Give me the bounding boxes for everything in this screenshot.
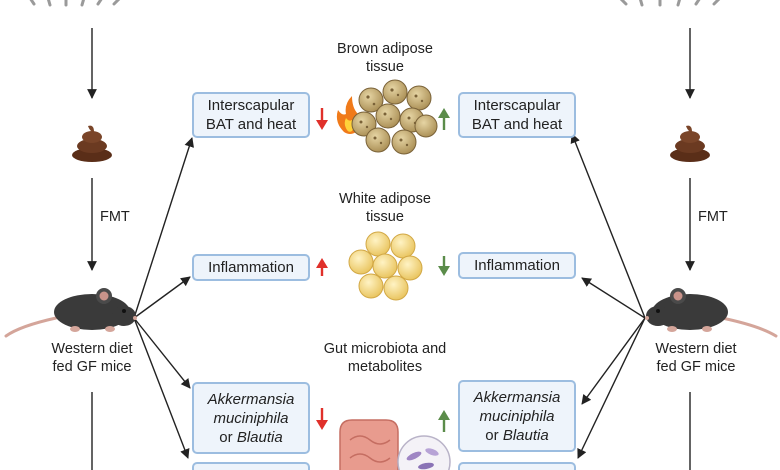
left-akk-box: Akkermansia muciniphila or Blautia bbox=[192, 382, 310, 454]
left-akk-box-or: or bbox=[219, 428, 233, 446]
right-fmt-label: FMT bbox=[698, 209, 728, 225]
right-inflammation-box: Inflammation bbox=[458, 252, 576, 279]
left-akk-box-line1: Akkermansia bbox=[207, 390, 295, 408]
left-akk-box-line2: muciniphila bbox=[213, 409, 289, 427]
brown-fat-icon bbox=[351, 79, 438, 155]
left-partial-box bbox=[192, 462, 310, 470]
white-adipose-label-line2: tissue bbox=[366, 209, 404, 225]
left-akk-box-blautia: Blautia bbox=[236, 428, 283, 446]
right-akk-box-line3: or Blautia bbox=[485, 426, 548, 445]
gut-microbiota-label-line1: Gut microbiota and bbox=[323, 341, 447, 357]
left-inflammation-box: Inflammation bbox=[192, 254, 310, 281]
mouse-icon-right bbox=[645, 288, 778, 338]
right-akk-box-or: or bbox=[485, 426, 499, 444]
left-diagonal-arrows bbox=[133, 137, 194, 459]
mouse-icon-left bbox=[4, 288, 137, 338]
sun-icon-left bbox=[29, 0, 121, 7]
left-bat-box: Interscapular BAT and heat bbox=[192, 92, 310, 138]
white-fat-icon bbox=[348, 231, 423, 301]
left-bat-box-line1: Interscapular bbox=[207, 97, 295, 114]
right-bat-box-line2: BAT and heat bbox=[471, 116, 563, 133]
right-partial-box bbox=[458, 462, 576, 470]
left-mouse-label: Western diet fed GF mice bbox=[22, 340, 162, 376]
left-fmt-label: FMT bbox=[100, 209, 130, 225]
microbe-icon bbox=[397, 435, 451, 470]
right-mouse-label: Western diet fed GF mice bbox=[626, 340, 766, 376]
left-bat-box-line2: BAT and heat bbox=[205, 116, 297, 133]
right-akk-box: Akkermansia muciniphila or Blautia bbox=[458, 380, 576, 452]
right-akk-box-line2: muciniphila bbox=[479, 407, 555, 425]
right-akk-box-blautia: Blautia bbox=[502, 426, 549, 444]
right-akk-box-line1: Akkermansia bbox=[473, 388, 561, 406]
left-inflammation-box-text: Inflammation bbox=[208, 259, 294, 276]
right-bat-box-line1: Interscapular bbox=[473, 97, 561, 114]
left-inflammation-arrow-up bbox=[316, 258, 328, 276]
white-adipose-label-line1: White adipose bbox=[339, 191, 431, 207]
gut-microbiota-label: Gut microbiota and metabolites bbox=[290, 340, 480, 376]
sun-icon-right bbox=[619, 0, 721, 7]
left-akk-box-line3: or Blautia bbox=[219, 428, 282, 447]
right-diagonal-arrows bbox=[570, 133, 646, 459]
gut-microbiota-label-line2: metabolites bbox=[347, 359, 423, 375]
stool-icon-left bbox=[72, 125, 112, 162]
right-inflammation-box-text: Inflammation bbox=[474, 257, 560, 274]
brown-adipose-label: Brown adipose tissue bbox=[310, 40, 460, 76]
right-bat-box: Interscapular BAT and heat bbox=[458, 92, 576, 138]
brown-adipose-label-line2: tissue bbox=[366, 59, 404, 75]
left-mouse-label-line1: Western diet bbox=[51, 341, 133, 357]
right-mouse-label-line1: Western diet bbox=[655, 341, 737, 357]
right-bat-arrow-up bbox=[438, 108, 450, 130]
right-inflammation-arrow-down bbox=[438, 256, 450, 276]
right-mouse-label-line2: fed GF mice bbox=[656, 359, 736, 375]
left-mouse-label-line2: fed GF mice bbox=[52, 359, 132, 375]
left-akk-arrow-down bbox=[316, 408, 328, 430]
brown-adipose-label-line1: Brown adipose bbox=[337, 41, 433, 57]
white-adipose-label: White adipose tissue bbox=[310, 190, 460, 226]
left-bat-arrow-down bbox=[316, 108, 328, 130]
right-akk-arrow-up bbox=[438, 410, 450, 432]
stool-icon-right bbox=[670, 125, 710, 162]
intestine-icon bbox=[339, 419, 399, 470]
